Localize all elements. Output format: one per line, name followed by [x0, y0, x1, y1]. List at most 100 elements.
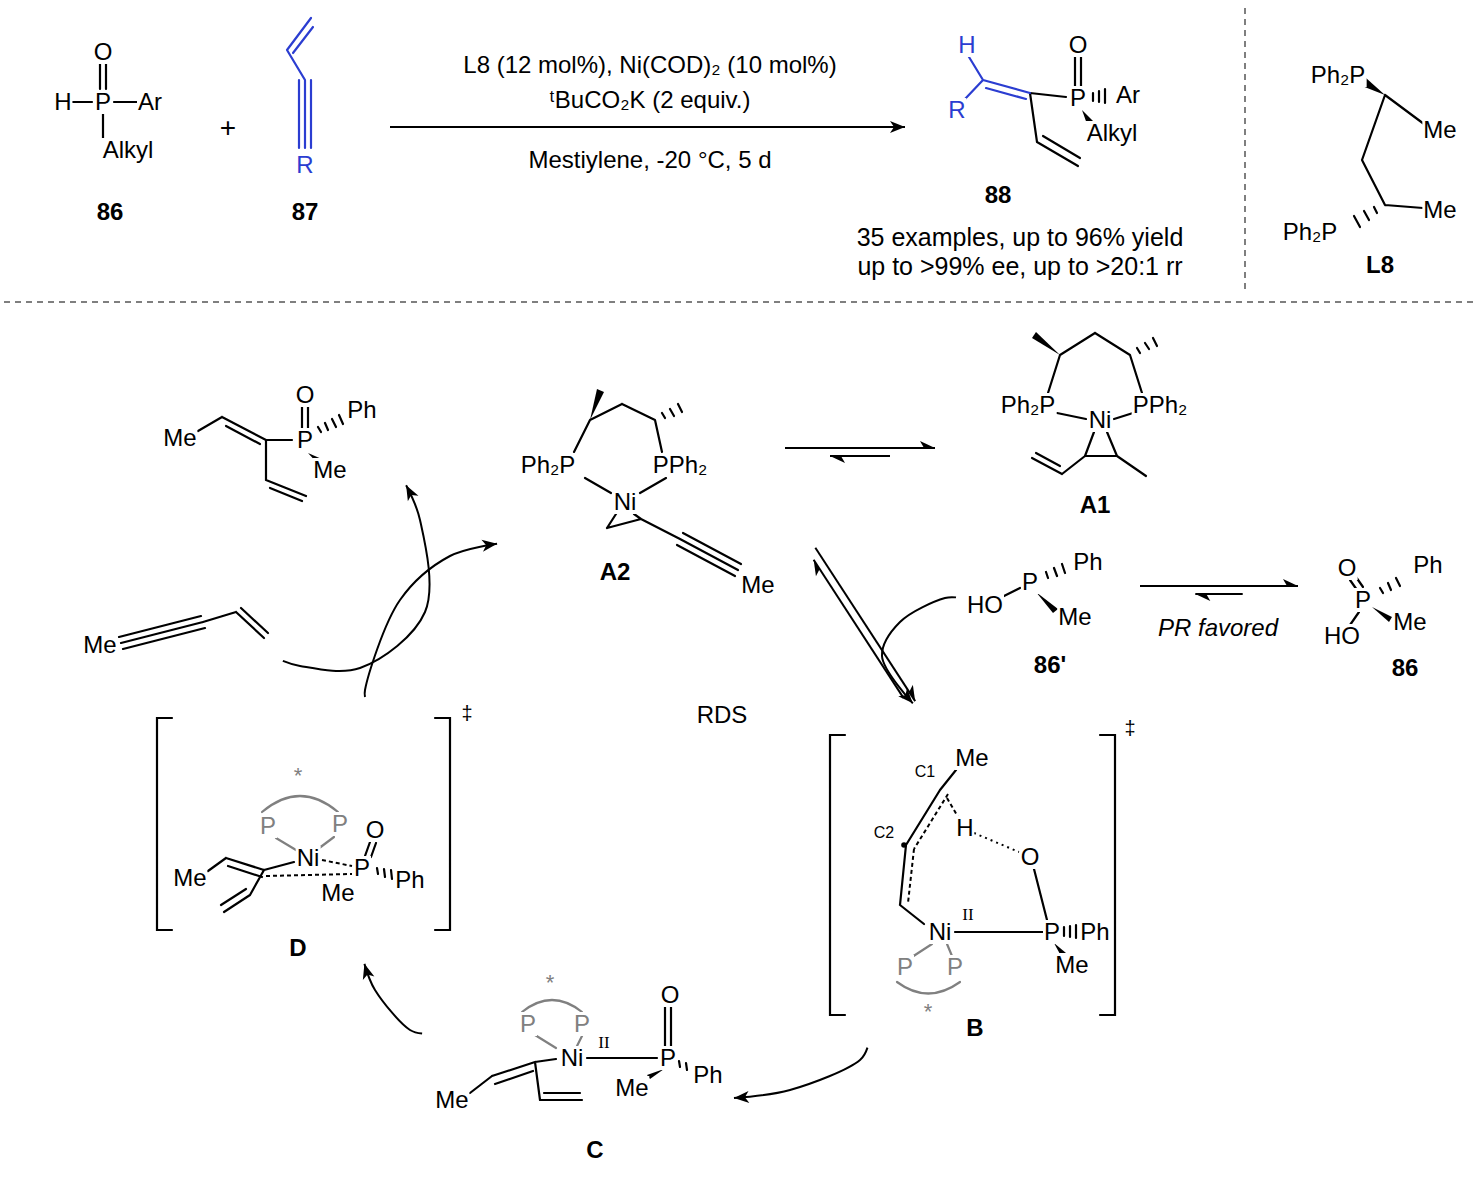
atom-label: Ph₂P [520, 453, 577, 477]
wedge-bond [1036, 592, 1058, 613]
bond-lines [287, 18, 313, 148]
bond-lines [198, 407, 343, 501]
nickel-complex: Ph₂PNiPPh₂A1 [995, 300, 1195, 520]
atom-label: Ph [394, 868, 425, 892]
atom-label: P [1354, 588, 1372, 612]
atom-label: PPh₂ [652, 453, 709, 477]
compound-number: L8 [1365, 253, 1395, 277]
bond-lines [574, 404, 741, 576]
compound-number: 86' [1033, 653, 1067, 677]
scope-note: up to >99% ee, up to >20:1 rr [856, 254, 1183, 279]
chiral-ligand-mark: * [293, 765, 304, 787]
atom-label: Ph₂P [1282, 220, 1339, 244]
wedge-bonds [308, 78, 1392, 1079]
bond-lines [965, 57, 1030, 99]
bond-lines [1030, 57, 1105, 166]
compound-number: B [965, 1016, 984, 1040]
reaction-condition: ᵗBuCO₂K (2 equiv.) [549, 88, 752, 112]
atom-label: P [1069, 86, 1087, 110]
atom-label: H [53, 90, 72, 114]
atom-label: O [1020, 845, 1041, 869]
product-structure: OPPhMeMe [155, 378, 405, 505]
atom-label: Ni [613, 490, 638, 514]
arrow-line [734, 1048, 867, 1098]
atom-label: H [955, 816, 974, 840]
reverse-half-arrow [1195, 593, 1242, 595]
wedge-bond [590, 389, 604, 420]
bonds [73, 57, 1424, 1100]
curved-arrow [734, 1048, 867, 1098]
atom-label: Me [1392, 610, 1427, 634]
atom-label: O [365, 818, 386, 842]
compound-number: C [585, 1138, 604, 1162]
atom-label: Me [954, 746, 989, 770]
atom-label: Me [1054, 953, 1089, 977]
atom-label: PPh₂ [1132, 393, 1189, 417]
reactant-structure: R 87 [265, 5, 385, 230]
atom-label: Ar [1115, 83, 1141, 107]
ligand-atom-label: P [896, 955, 914, 979]
bond-lines [830, 735, 1115, 1015]
compound-number: A2 [599, 560, 632, 584]
atom-label: Ni [928, 920, 953, 944]
atom-label: P [353, 856, 371, 880]
ligand-atom-label: P [946, 955, 964, 979]
atom-label: P [1043, 920, 1061, 944]
ligand-atom-label: P [573, 1012, 591, 1036]
wedge-bond [1032, 332, 1060, 355]
forward-half-arrow [815, 548, 915, 701]
atom-label: Ph [1072, 550, 1103, 574]
carbon-label: C2 [873, 825, 895, 841]
atom-label: Me [614, 1076, 649, 1100]
reverse-half-arrow [814, 560, 904, 698]
atom-label: P [94, 90, 112, 114]
reactant-structure: OPHArAlkyl86 [40, 25, 190, 230]
compound-number: 86 [1391, 656, 1420, 680]
atom-label: Me [434, 1088, 469, 1112]
atom-label: O [93, 40, 114, 64]
substituent-label: R [947, 98, 966, 122]
bond-lines [119, 608, 268, 649]
chiral-ligand-mark: * [545, 972, 556, 994]
reaction-arrow [390, 127, 905, 128]
bond-lines [1354, 95, 1424, 227]
atom-label: O [660, 983, 681, 1007]
ligand-atom-label: P [331, 812, 349, 836]
curved-arrow [882, 597, 956, 703]
atom-label: P [659, 1046, 677, 1070]
atom-label: Ph [346, 398, 377, 422]
bond-lines [470, 1007, 687, 1100]
atom-label: Ni [296, 846, 321, 870]
highlighted-bonds [287, 18, 1030, 148]
atom-label: O [1068, 33, 1089, 57]
radical-dot [901, 842, 907, 848]
arrow-line [390, 126, 905, 128]
vertical-divider [1244, 8, 1246, 292]
atom-label: Me [312, 458, 347, 482]
substituent-label: R [295, 153, 314, 177]
atom-label: Ph₂P [1000, 393, 1057, 417]
compound-number: 87 [291, 200, 320, 224]
atom-label: Ni [560, 1046, 585, 1070]
partial-bond [908, 794, 958, 903]
atom-label: Me [320, 881, 355, 905]
partial-bonds [266, 794, 1019, 903]
atom-label: P [296, 428, 314, 452]
nickel-complex: Ph₂PNiPPh₂MeA2 [500, 378, 782, 599]
atom-label: Me [1057, 605, 1092, 629]
atom-label: O [1337, 556, 1358, 580]
substituent-label: H [957, 33, 976, 57]
atom-label: P [1021, 570, 1039, 594]
ligand-atom-label: P [259, 814, 277, 838]
atom-label: Ph₂P [1310, 63, 1367, 87]
transition-state-mark: ‡ [1123, 718, 1136, 738]
reaction-condition: Mestiylene, -20 °C, 5 d [527, 148, 772, 172]
transition-state: *PPNiOPMeMePh‡D [150, 700, 480, 962]
equilibrium-arrow [1140, 586, 1298, 594]
atom-label: HO [1323, 624, 1361, 648]
curved-arrow [365, 544, 497, 697]
wedge-bond [1372, 607, 1392, 622]
scope-note: 35 examples, up to 96% yield [856, 225, 1185, 250]
forward-half-arrow [1140, 585, 1298, 587]
forward-half-arrow [785, 447, 935, 449]
